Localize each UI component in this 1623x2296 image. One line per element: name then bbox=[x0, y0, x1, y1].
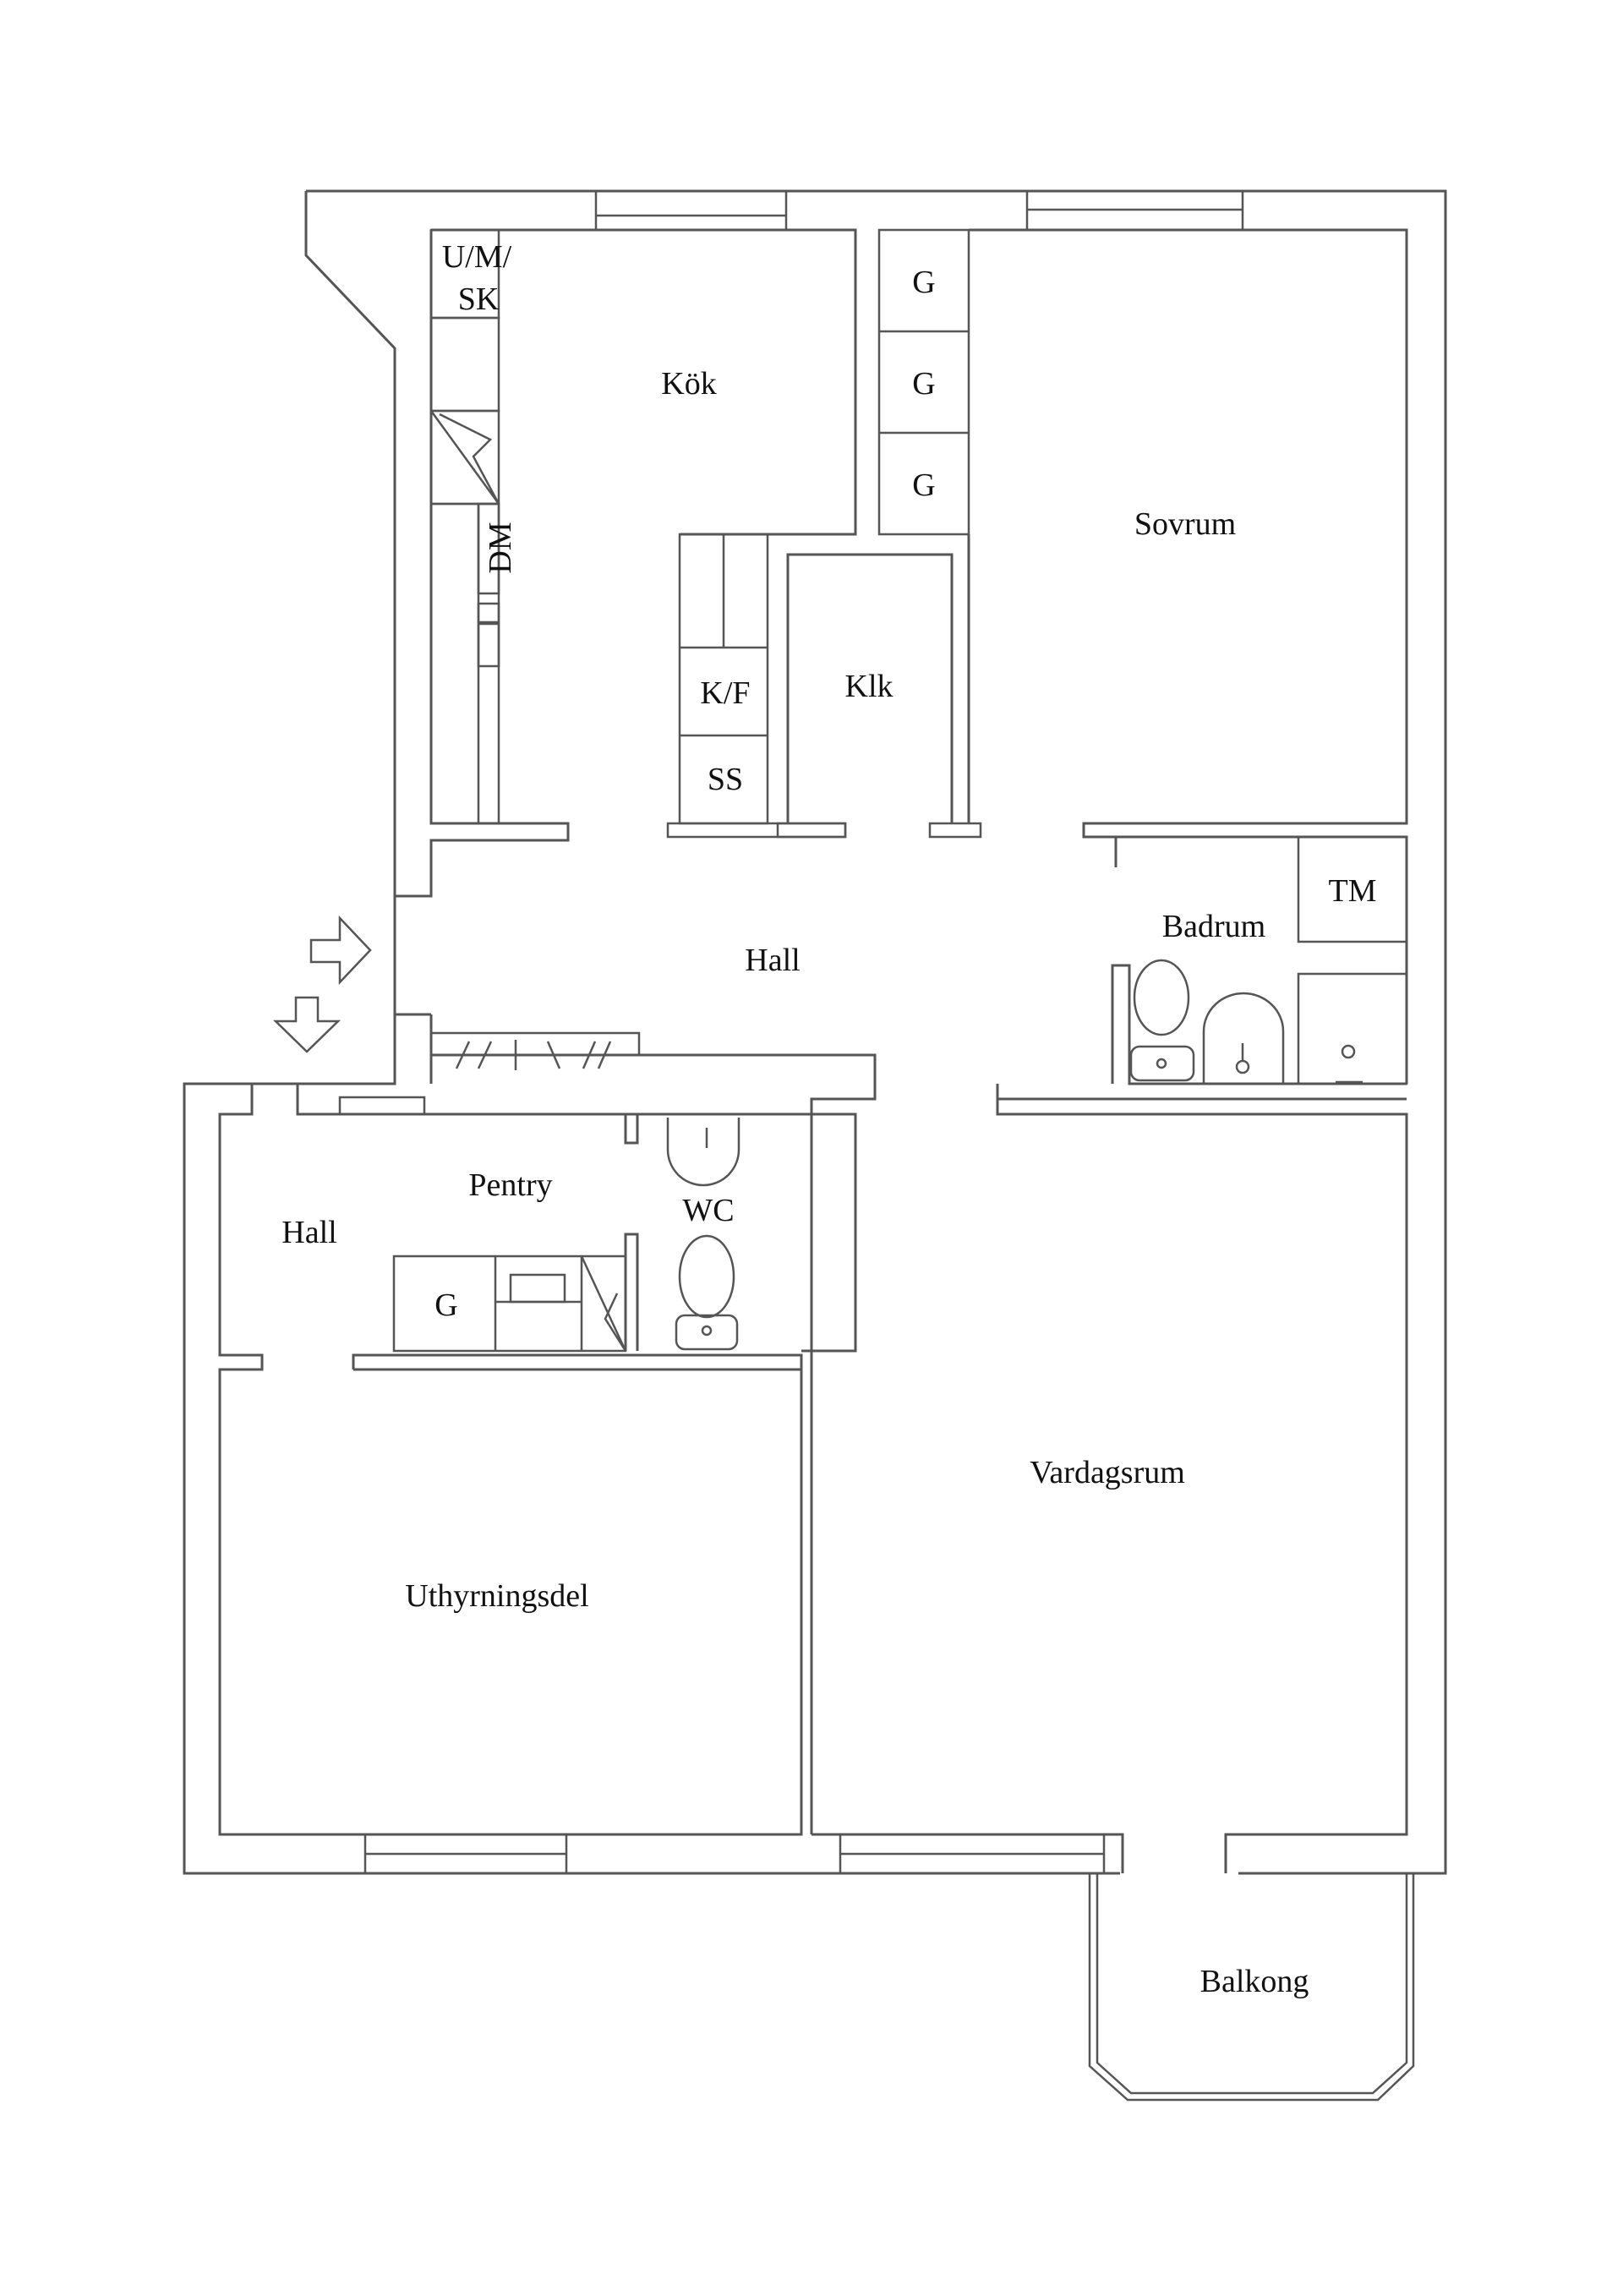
fixture-label-wardrobe-2: G bbox=[912, 366, 936, 402]
fixture-label-umsk-1: U/M/ bbox=[441, 239, 512, 275]
room-label-klk: Klk bbox=[844, 669, 893, 704]
bathroom-walls bbox=[996, 835, 1408, 1101]
fixture-label-wardrobe-3: G bbox=[912, 467, 936, 503]
fixture-label-ss: SS bbox=[707, 762, 744, 797]
room-label-uthyrningsdel: Uthyrningsdel bbox=[405, 1578, 589, 1614]
hall-walls bbox=[429, 1014, 877, 1834]
fixture-label-wardrobe-1: G bbox=[912, 265, 936, 300]
fixture-label-kf: K/F bbox=[700, 675, 751, 711]
room-label-sovrum: Sovrum bbox=[1134, 506, 1237, 542]
fixture-label-tm: TM bbox=[1328, 873, 1377, 909]
exterior-walls bbox=[183, 189, 1447, 1875]
room-label-hall-rental: Hall bbox=[281, 1215, 337, 1250]
rental-walls bbox=[218, 1084, 857, 1836]
living-walls bbox=[812, 1099, 1408, 1873]
room-label-vardagsrum: Vardagsrum bbox=[1030, 1455, 1185, 1490]
room-label-balkong: Balkong bbox=[1199, 1964, 1309, 1999]
room-label-badrum: Badrum bbox=[1161, 909, 1266, 944]
fixture-label-dm: DM bbox=[483, 522, 518, 574]
room-label-wc: WC bbox=[682, 1193, 735, 1228]
entrance-arrow-down-icon bbox=[272, 996, 342, 1053]
fixture-label-pentry-wardrobe: G bbox=[434, 1287, 458, 1323]
room-label-kok: Kök bbox=[661, 366, 717, 402]
room-label-pentry: Pentry bbox=[468, 1167, 553, 1203]
kitchen-walls bbox=[429, 228, 982, 839]
room-label-hall-main: Hall bbox=[745, 943, 801, 978]
balcony bbox=[1088, 1873, 1415, 2102]
bedroom-walls bbox=[877, 228, 1408, 867]
fixture-label-umsk-2: SK bbox=[457, 282, 500, 317]
entrance-arrow-right-icon bbox=[309, 915, 372, 986]
